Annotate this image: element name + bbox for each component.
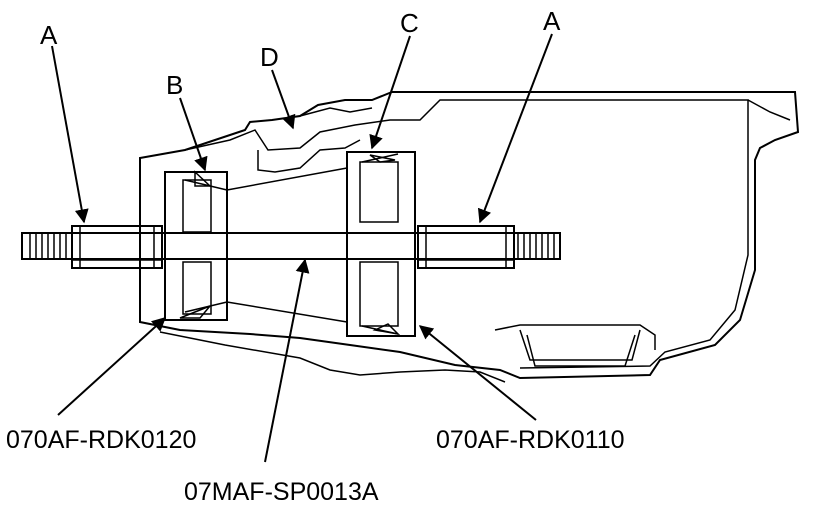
part-number-right-tool: 070AF-RDK0110: [436, 426, 625, 454]
callout-d: D: [260, 42, 279, 72]
bearing-race-lines: [226, 167, 348, 323]
transmission-case-outline: [139, 91, 800, 383]
leader-d: [271, 69, 296, 130]
callout-a-right: A: [543, 6, 561, 36]
leader-a-left: [51, 45, 89, 224]
leader-left-tool: [57, 317, 167, 416]
leader-b: [179, 97, 208, 172]
leader-center-tool: [264, 258, 310, 463]
leader-a-right: [477, 33, 553, 224]
callout-a-left: A: [40, 20, 58, 50]
right-seal-installer: [346, 151, 416, 337]
threaded-shaft: [21, 232, 561, 260]
left-nut: [71, 225, 163, 269]
part-number-left-tool: 070AF-RDK0120: [6, 426, 196, 454]
leader-lines: [51, 33, 553, 463]
callout-b: B: [166, 70, 183, 100]
callout-c: C: [400, 8, 419, 38]
leader-c: [369, 35, 411, 150]
right-nut: [417, 225, 515, 269]
left-seal-installer: [164, 170, 228, 321]
leader-right-tool: [418, 325, 537, 421]
part-number-center-tool: 07MAF-SP0013A: [184, 478, 379, 506]
